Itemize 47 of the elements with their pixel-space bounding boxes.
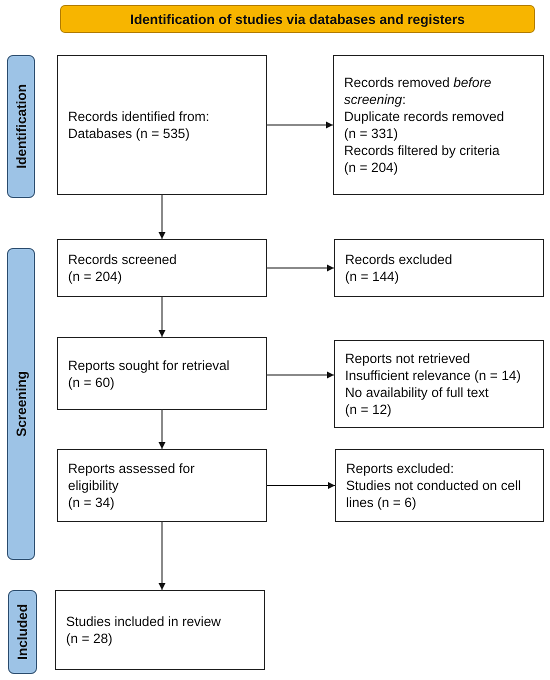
phase-band [8, 590, 37, 674]
step-text: Records removed before screening: [344, 74, 492, 108]
process-box [57, 239, 267, 297]
arrow [158, 522, 166, 590]
step-text: Records identified from: [68, 108, 210, 125]
arrow [158, 410, 166, 450]
step-text: Reports assessed for eligibility [68, 460, 196, 494]
step-text: (n = 204) [68, 268, 122, 285]
step-text: (n = 144) [345, 268, 399, 285]
step-text: (n = 331) [344, 125, 398, 142]
step-text: Reports sought for retrieval [68, 356, 230, 374]
process-box [57, 449, 267, 522]
header-banner [60, 5, 535, 33]
step-text: Studies included in review [66, 613, 221, 630]
step-text: Records screened [68, 251, 177, 268]
step-text: Studies not conducted on cell lines (n = 6) [346, 477, 522, 511]
process-box [57, 337, 267, 410]
phase-label: Included [14, 604, 31, 660]
process-box [55, 590, 265, 670]
step-text: Databases (n = 535) [68, 125, 190, 142]
phase-band [7, 55, 35, 198]
process-box [335, 449, 544, 522]
phase-label: Identification [12, 84, 30, 169]
arrow [266, 482, 336, 489]
process-box [333, 55, 544, 195]
step-text: (n = 34) [68, 494, 115, 511]
phase-band [7, 248, 35, 560]
step-text: Reports excluded: [346, 460, 454, 477]
step-text: Reports not retrieved [345, 350, 470, 367]
arrow [266, 122, 334, 128]
arrow [158, 194, 166, 240]
step-text: Records excluded [345, 251, 452, 268]
step-text: (n = 204) [344, 159, 398, 176]
arrow [266, 372, 334, 378]
step-text: (n = 28) [66, 630, 113, 647]
heading-text: Identification of studies via databases and registers [130, 10, 465, 28]
phase-label: Screening [12, 371, 30, 437]
step-text: Duplicate records removed [344, 108, 504, 125]
arrow [266, 264, 334, 272]
process-box [334, 340, 544, 428]
process-box [57, 55, 267, 195]
step-text: No availability of full text (n = 12) [345, 384, 490, 418]
step-text: Records filtered by criteria [344, 142, 500, 159]
step-text: (n = 60) [68, 374, 115, 390]
process-box [334, 239, 544, 297]
step-text: Insufficient relevance (n = 14) [345, 367, 521, 384]
arrow [158, 296, 166, 338]
